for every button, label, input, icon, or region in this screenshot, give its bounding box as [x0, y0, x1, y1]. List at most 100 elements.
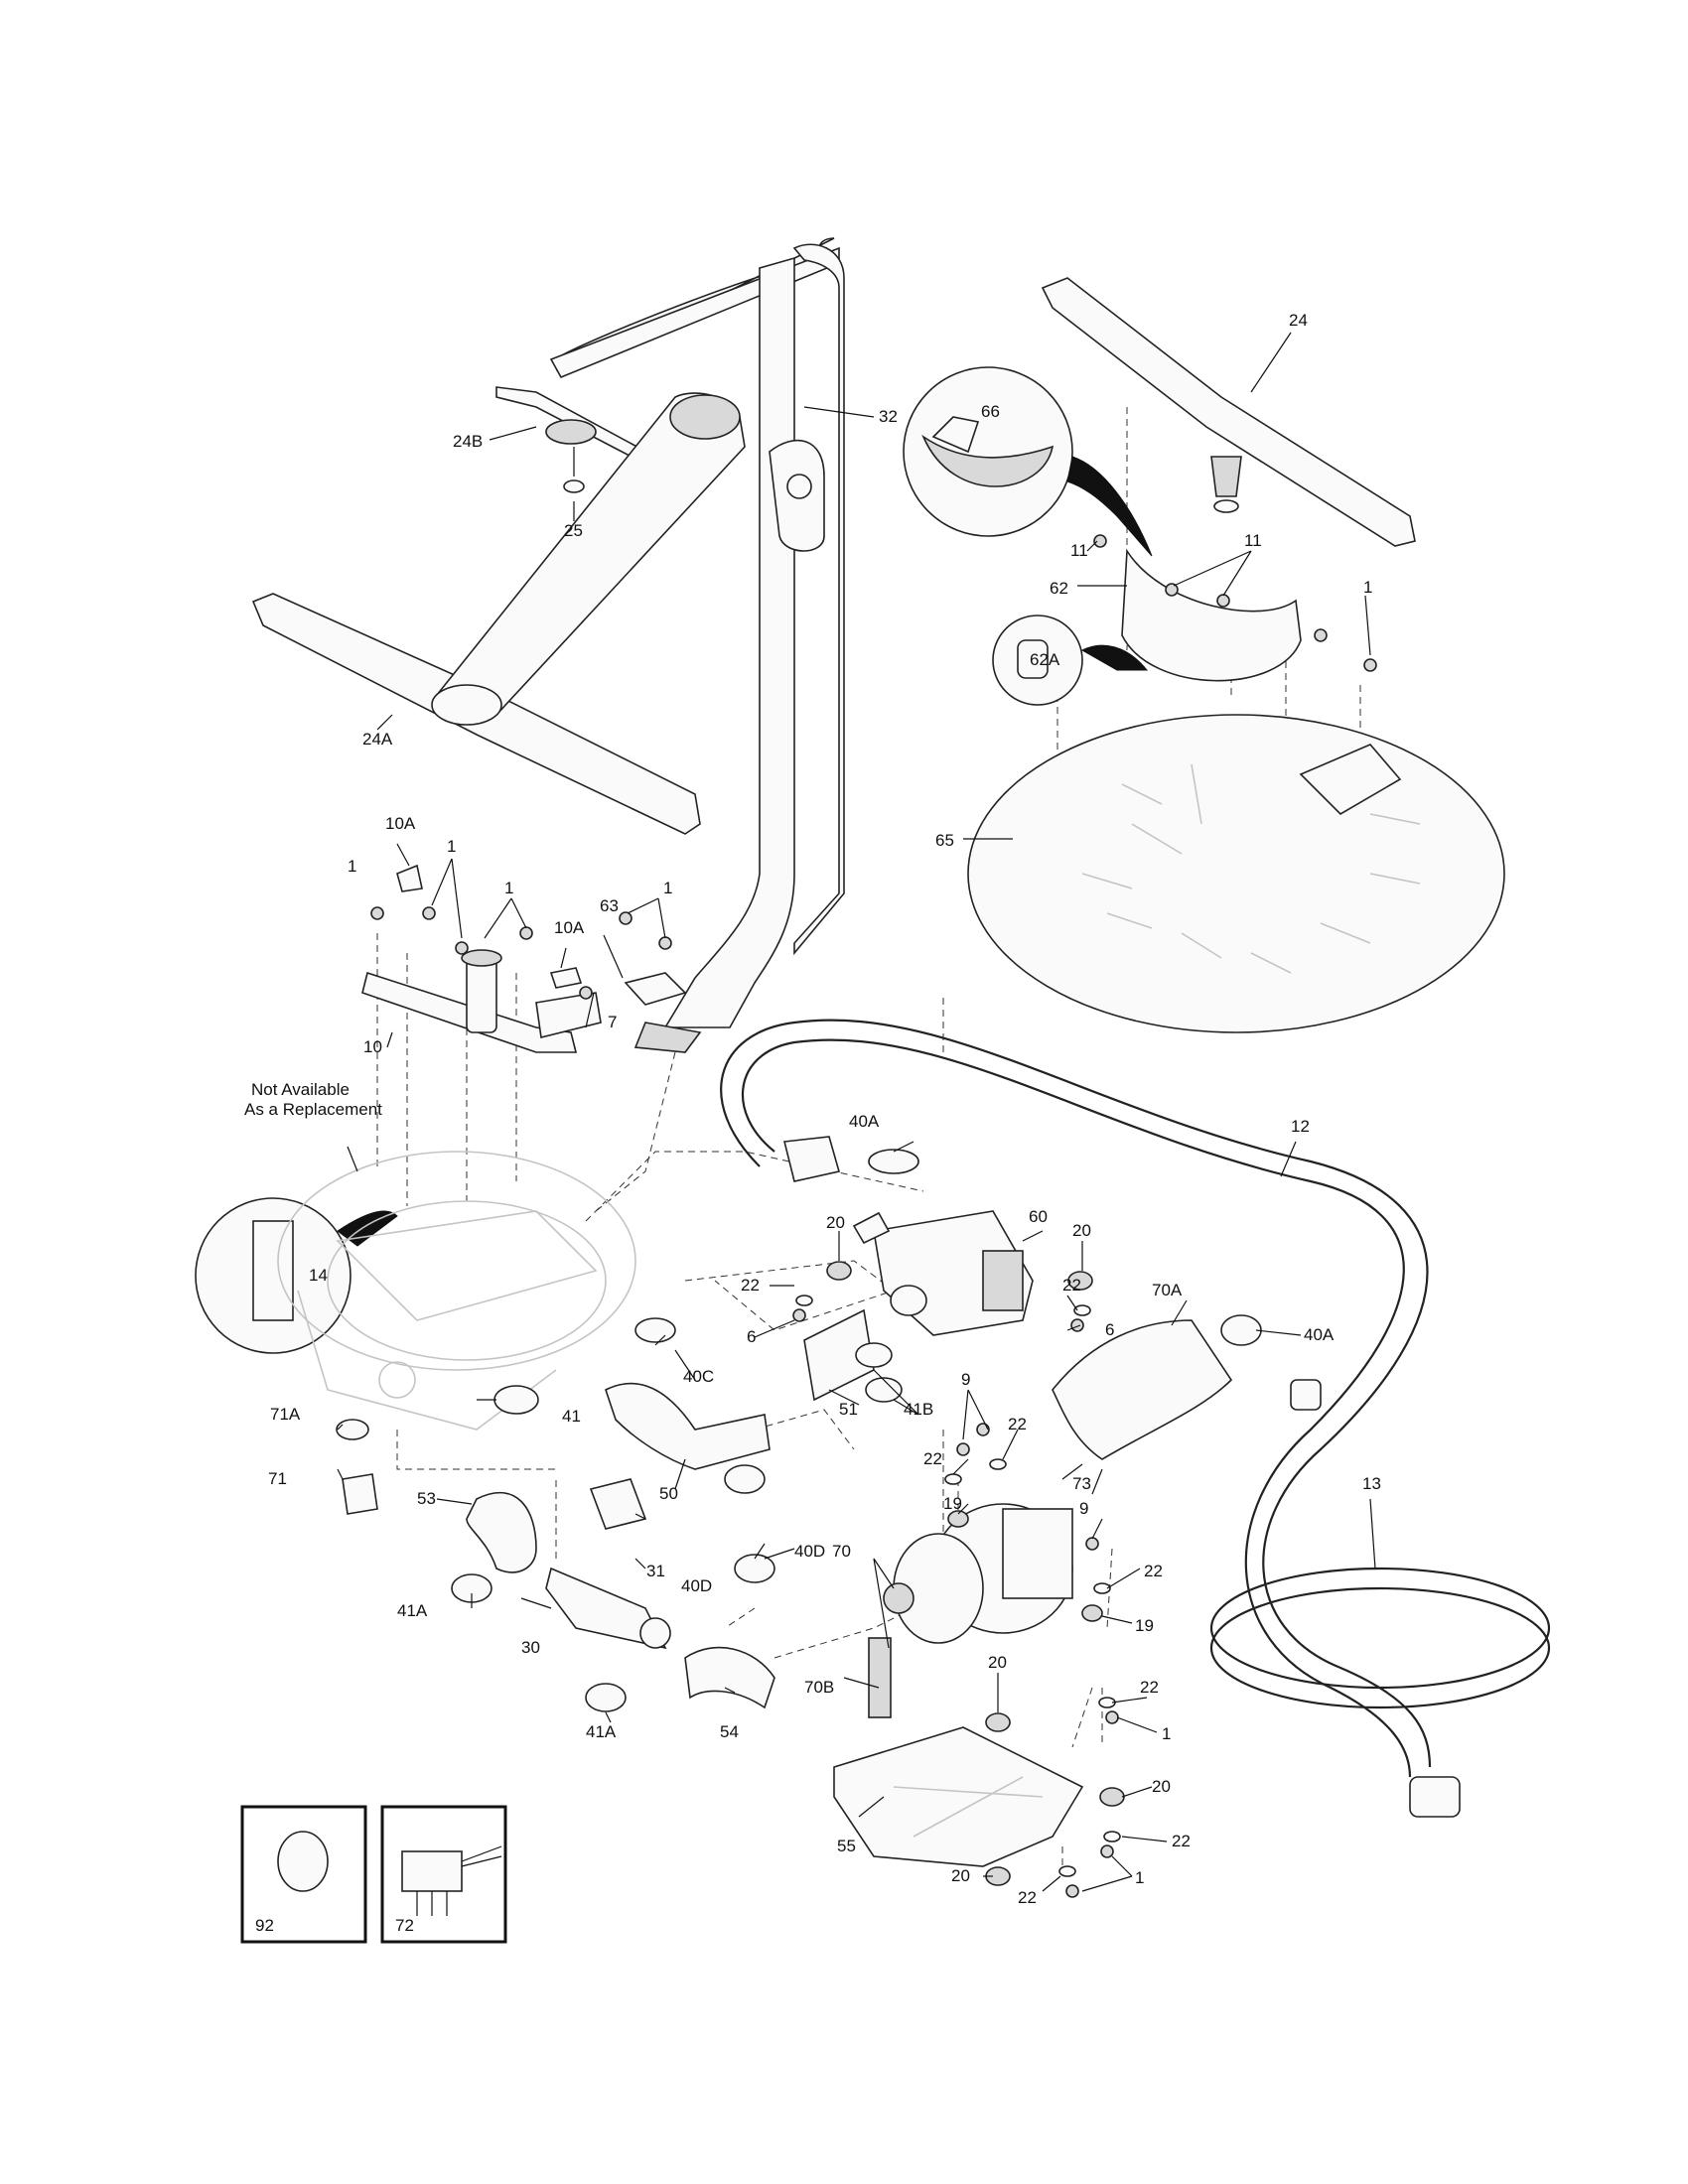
label-11-right: 11 [1244, 531, 1262, 550]
screws [370, 534, 1377, 1898]
label-40d-right: 40D [794, 1542, 825, 1561]
part-60-diverter-motor [852, 1210, 1034, 1336]
label-40d-left: 40D [681, 1576, 712, 1595]
label-22-c: 22 [1008, 1415, 1027, 1433]
label-13: 13 [1362, 1474, 1381, 1493]
label-32: 32 [879, 407, 898, 426]
label-51: 51 [839, 1400, 858, 1419]
label-20-lowright: 20 [1152, 1777, 1171, 1796]
label-1-topright: 1 [1363, 578, 1372, 597]
part-65-filter-plate [963, 714, 1505, 1033]
label-10a-top: 10A [385, 814, 416, 833]
callout-14 [195, 1197, 398, 1354]
hoses [466, 1308, 875, 1709]
part-24-spray-arm [1041, 277, 1416, 547]
label-1-c: 1 [663, 879, 672, 897]
part-10-manifold [361, 949, 602, 1053]
label-22-f: 22 [1140, 1678, 1159, 1697]
label-1-a: 1 [447, 837, 456, 856]
inset-72 [380, 1805, 507, 1944]
label-63: 63 [600, 896, 619, 915]
part-labels: 24 66 24B 25 11 11 62 1 62A 32 24A 65 10… [244, 311, 1381, 1935]
label-73: 73 [1072, 1474, 1091, 1493]
note-line-1: Not Available [251, 1080, 350, 1099]
label-72: 72 [395, 1916, 414, 1935]
label-40a-right: 40A [1304, 1325, 1335, 1344]
label-55: 55 [837, 1837, 856, 1855]
clamps [451, 1317, 903, 1712]
part-70-pump-motor [883, 1503, 1073, 1644]
label-1-f: 1 [1135, 1868, 1144, 1887]
label-53: 53 [417, 1489, 436, 1508]
label-22-b: 22 [1062, 1276, 1081, 1295]
label-22-d: 22 [923, 1449, 942, 1468]
label-22-g: 22 [1172, 1832, 1191, 1850]
part-10a-clips [396, 864, 583, 989]
label-30: 30 [521, 1638, 540, 1657]
part-32-supply-tube [549, 237, 845, 1053]
label-9-b: 9 [1079, 1499, 1088, 1518]
label-70b: 70B [804, 1678, 834, 1697]
label-22-h: 22 [1018, 1888, 1037, 1907]
label-19-a: 19 [943, 1494, 962, 1513]
part-40a-clamps [868, 1149, 1262, 1346]
label-40a-top: 40A [849, 1112, 880, 1131]
label-41b: 41B [904, 1400, 933, 1419]
callout-62a [992, 614, 1149, 706]
part-31-insulator [589, 1478, 647, 1530]
part-62-shroud [1077, 548, 1302, 682]
label-31: 31 [646, 1562, 665, 1580]
label-1-b: 1 [348, 857, 356, 876]
label-9-a: 9 [961, 1370, 970, 1389]
label-41a-bottom: 41A [586, 1722, 617, 1741]
label-50: 50 [659, 1484, 678, 1503]
part-24a-lower-spray-arm [251, 392, 746, 835]
label-70a: 70A [1152, 1281, 1183, 1299]
label-20-mid: 20 [988, 1653, 1007, 1672]
label-70: 70 [832, 1542, 851, 1561]
label-22-e: 22 [1144, 1562, 1163, 1580]
label-41a-top: 41A [397, 1601, 428, 1620]
label-6-right: 6 [1105, 1320, 1114, 1339]
label-1-d: 1 [504, 879, 513, 897]
part-55-pump-base [833, 1726, 1084, 1867]
label-22-a: 22 [741, 1276, 760, 1295]
label-20-left: 20 [826, 1213, 845, 1232]
part-70b [868, 1637, 892, 1718]
label-62: 62 [1050, 579, 1068, 598]
leader-lines [337, 332, 1376, 1892]
label-40c: 40C [683, 1367, 714, 1386]
label-10: 10 [363, 1037, 382, 1056]
label-7: 7 [608, 1013, 617, 1031]
label-10a-mid: 10A [554, 918, 585, 937]
label-20-right: 20 [1072, 1221, 1091, 1240]
part-63-bracket [624, 972, 687, 1006]
label-62a: 62A [1030, 650, 1060, 669]
label-54: 54 [720, 1722, 739, 1741]
label-71a: 71A [270, 1405, 301, 1424]
label-12: 12 [1291, 1117, 1310, 1136]
isolators-washers [795, 1261, 1125, 1886]
label-1-e: 1 [1162, 1724, 1171, 1743]
label-20-bottom: 20 [951, 1866, 970, 1885]
label-65: 65 [935, 831, 954, 850]
label-71: 71 [268, 1469, 287, 1488]
part-24b-upper-spray-arm [495, 386, 657, 493]
callout-66-filter [903, 366, 1153, 557]
label-24: 24 [1289, 311, 1308, 330]
label-11-left: 11 [1070, 541, 1088, 560]
label-60: 60 [1029, 1207, 1048, 1226]
label-24a: 24A [362, 730, 393, 749]
part-71-71a [336, 1419, 378, 1515]
label-14: 14 [309, 1266, 328, 1285]
inset-92 [240, 1805, 367, 1944]
label-6-left: 6 [747, 1327, 756, 1346]
label-92: 92 [255, 1916, 274, 1935]
label-41: 41 [562, 1407, 581, 1426]
label-24b: 24B [453, 432, 483, 451]
note-line-2: As a Replacement [244, 1100, 382, 1119]
label-66: 66 [981, 402, 1000, 421]
part-70a-cover [1052, 1319, 1233, 1460]
part-12-13-drain-hose [720, 1019, 1551, 1818]
